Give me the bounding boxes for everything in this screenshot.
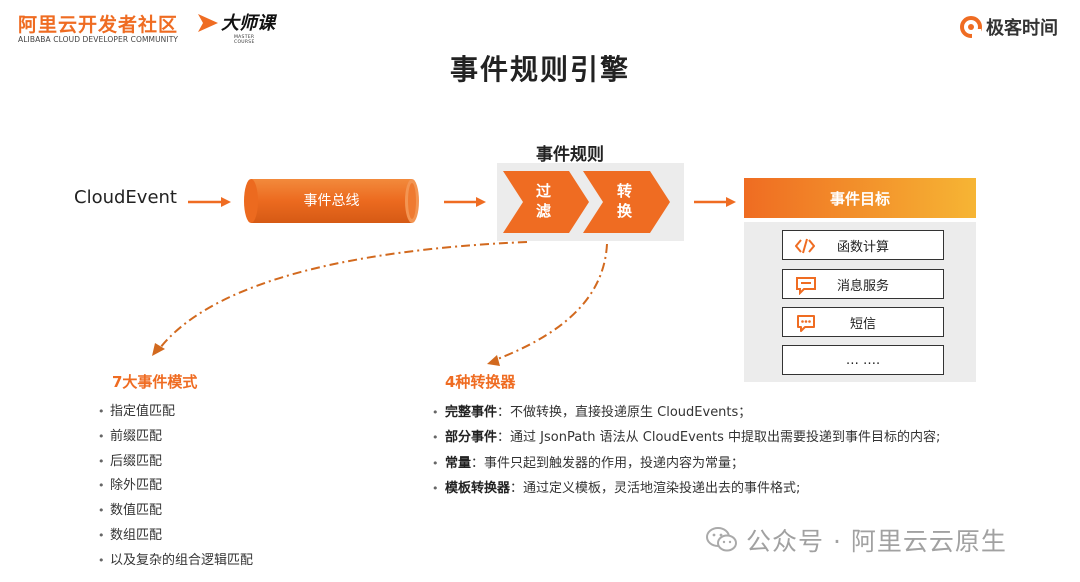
modes-list: 指定值匹配 前缀匹配 后缀匹配 除外匹配 数值匹配 数组匹配 以及复杂的组合逻辑…: [98, 400, 253, 574]
target-item-sms: 短信: [782, 307, 944, 337]
event-bus-label: 事件总线: [303, 193, 360, 209]
transformer-desc: ：不做转换，直接投递原生 CloudEvents；: [497, 405, 752, 420]
transform-label-1: 转: [617, 182, 633, 200]
list-item: 部分事件：通过 JsonPath 语法从 CloudEvents 中提取出需要投…: [432, 425, 940, 450]
target-item-message: 消息服务: [782, 269, 944, 299]
function-compute-icon: [795, 238, 815, 254]
watermark-text: 公众号 · 阿里云云原生: [746, 527, 1007, 556]
flow-arrow: [444, 197, 486, 207]
course-logo-subtitle: MASTER COURSE: [234, 35, 255, 45]
course-logo-title: 大师课: [221, 13, 275, 34]
wechat-watermark: 公众号 · 阿里云云原生: [706, 522, 1007, 558]
page-title: 事件规则引擎: [449, 53, 630, 86]
transformer-name: 部分事件: [445, 430, 498, 446]
brand-logo-subtitle: ALIBABA CLOUD DEVELOPER COMMUNITY: [18, 35, 179, 44]
filter-label-1: 过: [536, 182, 552, 200]
sms-icon: [797, 315, 815, 332]
transformer-desc: ：通过 JsonPath 语法从 CloudEvents 中提取出需要投递到事件…: [497, 430, 941, 446]
wechat-icon: [706, 527, 737, 552]
source-label: CloudEvent: [74, 187, 177, 208]
geek-time-text: 极客时间: [986, 18, 1058, 39]
play-icon: [198, 14, 218, 32]
target-header: 事件目标: [744, 178, 976, 218]
list-item: 前缀匹配: [98, 425, 253, 450]
transformer-desc: ：通过定义模板，灵活地渲染投递出去的事件格式;: [510, 480, 801, 496]
list-item: 模板转换器：通过定义模板，灵活地渲染投递出去的事件格式;: [432, 476, 940, 501]
list-item: 指定值匹配: [98, 400, 253, 425]
target-item-function: 函数计算: [782, 230, 944, 260]
filter-label-2: 滤: [536, 202, 552, 220]
brand-logo-text: 阿里云开发者社区: [18, 14, 179, 36]
target-label: 消息服务: [836, 278, 889, 294]
transformer-name: 完整事件: [445, 405, 498, 420]
transformer-name: 常量: [445, 455, 472, 471]
connector-to-transformers: [487, 243, 608, 366]
target-label: 短信: [849, 316, 876, 332]
transformer-name: 模板转换器: [445, 480, 511, 496]
transformers-list: 完整事件：不做转换，直接投递原生 CloudEvents； 部分事件：通过 Js…: [432, 400, 940, 501]
rule-title: 事件规则: [536, 145, 604, 165]
list-item: 数值匹配: [98, 499, 253, 524]
flow-arrow: [188, 197, 231, 207]
target-item-more: … ….: [782, 345, 944, 375]
transformer-desc: ：事件只起到触发器的作用，投递内容为常量；: [471, 455, 745, 471]
modes-title: 7大事件模式: [112, 373, 198, 391]
flow-arrow: [694, 197, 736, 207]
transform-label-2: 换: [617, 202, 633, 220]
geek-time-icon: [960, 16, 982, 38]
event-bus-pipe: [244, 179, 419, 223]
transform-chevron: [583, 171, 670, 233]
connector-to-modes: [152, 241, 528, 356]
target-label: 函数计算: [836, 239, 889, 255]
list-item: 完整事件：不做转换，直接投递原生 CloudEvents；: [432, 400, 940, 425]
list-item: 常量：事件只起到触发器的作用，投递内容为常量；: [432, 451, 940, 476]
filter-chevron: [503, 171, 589, 233]
course-logo: 大师课 MASTER COURSE: [198, 13, 275, 45]
target-label: … ….: [845, 352, 881, 368]
message-service-icon: [796, 277, 816, 295]
list-item: 后缀匹配: [98, 450, 253, 475]
transformers-title: 4种转换器: [445, 373, 516, 391]
list-item: 除外匹配: [98, 474, 253, 499]
list-item: 数组匹配: [98, 524, 253, 549]
list-item: 以及复杂的组合逻辑匹配: [98, 549, 253, 574]
geek-time-logo: 极客时间: [960, 14, 1058, 40]
